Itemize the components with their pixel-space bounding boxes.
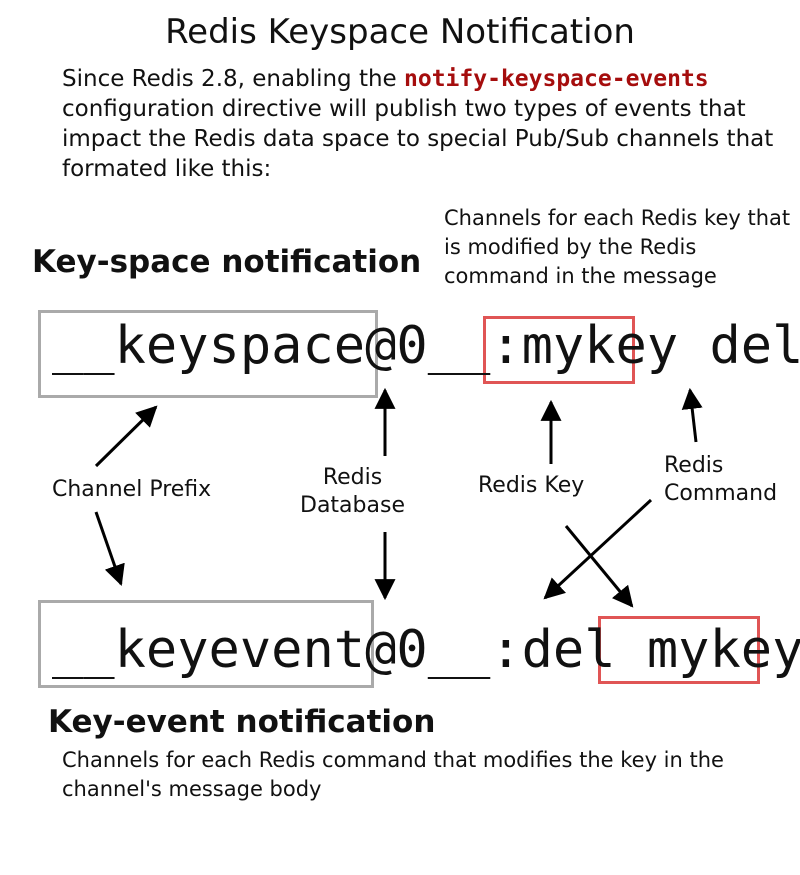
keyspace-prefix-box <box>38 310 378 398</box>
keyevent-key-box <box>598 616 760 684</box>
redis-key-label: Redis Key <box>478 473 585 498</box>
arrow-command-to-keyspace <box>681 387 703 443</box>
arrow-prefix-to-keyevent <box>94 511 125 586</box>
arrow-key-to-keyevent <box>564 525 634 608</box>
keyspace-suffix: __: <box>427 316 522 376</box>
redis-database-label-line2: Database <box>300 493 405 518</box>
keyspace-channel: __keyspace@0__:mykey del <box>52 316 800 376</box>
redis-command-label-line1: Redis <box>664 453 724 478</box>
keyspace-db: 0 <box>396 316 428 376</box>
keyspace-key-box <box>483 316 635 384</box>
redis-command-label-line2: Command <box>664 481 778 506</box>
channel-prefix-label: Channel Prefix <box>52 477 212 502</box>
keyevent-db: 0 <box>396 620 428 680</box>
keyspace-command: del <box>678 316 800 376</box>
keyspace-note: Channels for each Redis key that is modi… <box>444 206 791 288</box>
page-title: Redis Keyspace Notification <box>165 12 635 52</box>
keyevent-prefix-box <box>38 600 374 688</box>
keyevent-suffix: __: <box>427 620 522 680</box>
keyspace-prefix: __keyspace@ <box>52 316 397 376</box>
keyspace-key: mykey <box>521 316 679 376</box>
intro-text-after: configuration directive will publish two… <box>62 96 774 182</box>
keyspace-heading: Key-space notification <box>32 244 422 280</box>
keyevent-channel: __keyevent@0__:del mykey <box>52 620 800 680</box>
keyevent-prefix: __keyevent@ <box>52 620 397 680</box>
keyevent-command: del <box>521 620 647 680</box>
keyevent-heading: Key-event notification <box>48 704 436 740</box>
arrow-command-to-keyevent <box>543 498 653 600</box>
keyevent-note: Channels for each Redis command that mod… <box>62 748 724 801</box>
intro-text-before: Since Redis 2.8, enabling the <box>62 66 405 92</box>
keyevent-key: mykey <box>646 620 800 680</box>
redis-database-label-line1: Redis <box>322 465 383 490</box>
directive-name: notify-keyspace-events <box>404 66 709 92</box>
intro-paragraph: Since Redis 2.8, enabling the notify-key… <box>62 64 782 184</box>
arrow-prefix-to-keyspace <box>94 405 158 468</box>
